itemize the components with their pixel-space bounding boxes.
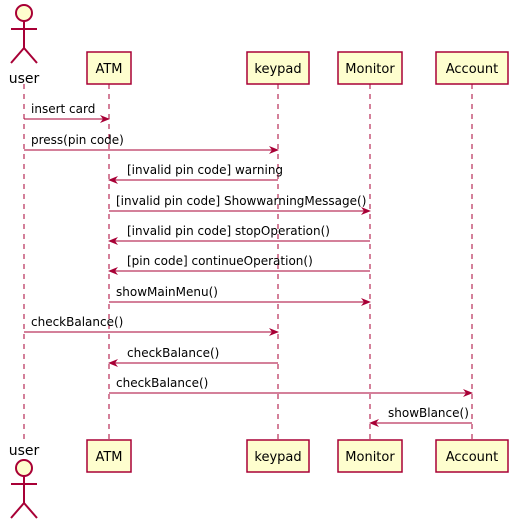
message: [invalid pin code] ShowwarningMessage() [109,194,371,215]
message-label: checkBalance() [127,346,219,360]
participant-box [435,439,509,473]
message: [invalid pin code] warning [108,163,283,184]
message: [pin code] continueOperation() [108,254,370,275]
actor-head [15,4,33,22]
message-label: [invalid pin code] ShowwarningMessage() [116,194,366,208]
participant-monitor-bottom: Monitor [337,439,403,473]
participant-label: Monitor [345,450,395,465]
participant-account-bottom: Account [435,439,509,473]
participant-keypad-top: keypad [246,51,310,85]
message: checkBalance() [109,376,473,397]
participant-box [337,439,403,473]
participant-box [246,51,310,85]
message-label: [pin code] continueOperation() [127,254,313,268]
participant-box [86,51,132,85]
message-label: checkBalance() [116,376,208,390]
participant-box [337,51,403,85]
message-label: insert card [31,102,95,116]
participant-label: Monitor [345,62,395,77]
participant-monitor-top: Monitor [337,51,403,85]
participant-box [435,51,509,85]
participant-account-top: Account [435,51,509,85]
actor-head [15,459,33,477]
participant-user-top: user [9,4,40,87]
participant-label: ATM [95,450,122,465]
actor-label: user [9,71,40,87]
participant-user-bottom: user [9,443,40,519]
participant-keypad-bottom: keypad [246,439,310,473]
message: insert card [24,102,110,123]
message-label: press(pin code) [31,133,124,147]
message-label: [invalid pin code] stopOperation() [127,224,330,238]
actor-left-leg [10,47,25,64]
message: press(pin code) [24,133,279,154]
actor-label: user [9,443,40,459]
message: [invalid pin code] stopOperation() [108,224,370,245]
message-label: showMainMenu() [116,285,218,299]
actor-right-leg [23,502,38,519]
message: checkBalance() [24,315,279,336]
participant-label: Account [446,450,499,465]
message-label: showBlance() [388,406,469,420]
participant-box [246,439,310,473]
actor-left-leg [10,502,25,519]
message: checkBalance() [108,346,278,367]
participant-label: keypad [254,62,301,77]
participant-label: ATM [95,62,122,77]
participant-box [86,439,132,473]
participant-atm-top: ATM [86,51,132,85]
message-label: [invalid pin code] warning [127,163,283,177]
message: showBlance() [369,406,472,427]
participant-atm-bottom: ATM [86,439,132,473]
actor-right-leg [23,47,38,64]
message: showMainMenu() [109,285,371,306]
participant-label: Account [446,62,499,77]
participant-label: keypad [254,450,301,465]
message-label: checkBalance() [31,315,123,329]
